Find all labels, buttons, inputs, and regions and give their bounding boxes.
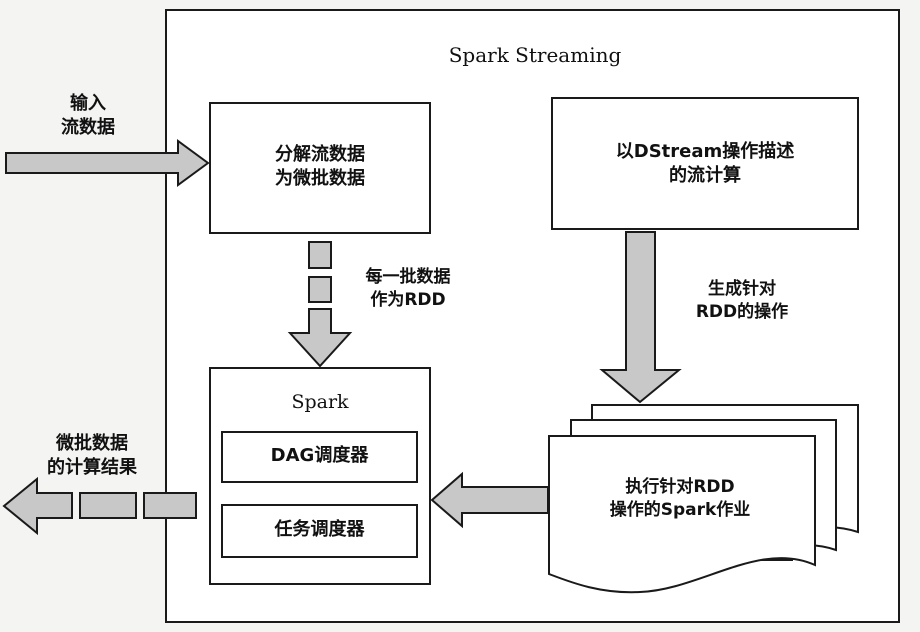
container-title: Spark Streaming <box>448 43 622 67</box>
input-arrow <box>5 139 210 187</box>
input-label: 输入 流数据 <box>61 93 115 139</box>
task-scheduler-box <box>221 504 418 558</box>
task-scheduler-label: 任务调度器 <box>274 519 365 540</box>
output-arrow-segment-2 <box>79 492 137 519</box>
output-arrow-head <box>2 476 73 536</box>
split-box <box>209 102 431 234</box>
dag-scheduler-label: DAG调度器 <box>270 445 369 466</box>
dstream-box-label: 以DStream操作描述 的流计算 <box>615 141 795 187</box>
batch-arrow-segment-1 <box>308 241 332 269</box>
spark-box-title: Spark <box>291 391 349 413</box>
dag-scheduler-box <box>221 431 418 483</box>
jobs-doc-label: 执行针对RDD 操作的Spark作业 <box>609 477 751 520</box>
jobs-to-spark-arrow <box>430 471 549 529</box>
batch-arrow-segment-2 <box>308 276 332 303</box>
batch-arrow-head <box>287 308 353 368</box>
dstream-box <box>551 97 859 230</box>
output-label: 微批数据 的计算结果 <box>47 433 137 479</box>
output-arrow-segment-1 <box>143 492 197 519</box>
split-box-label: 分解流数据 为微批数据 <box>275 144 365 190</box>
generate-label: 生成针对 RDD的操作 <box>695 279 789 322</box>
generate-arrow <box>599 231 682 404</box>
batch-label: 每一批数据 作为RDD <box>365 267 451 310</box>
jobs-doc-front <box>548 435 816 594</box>
